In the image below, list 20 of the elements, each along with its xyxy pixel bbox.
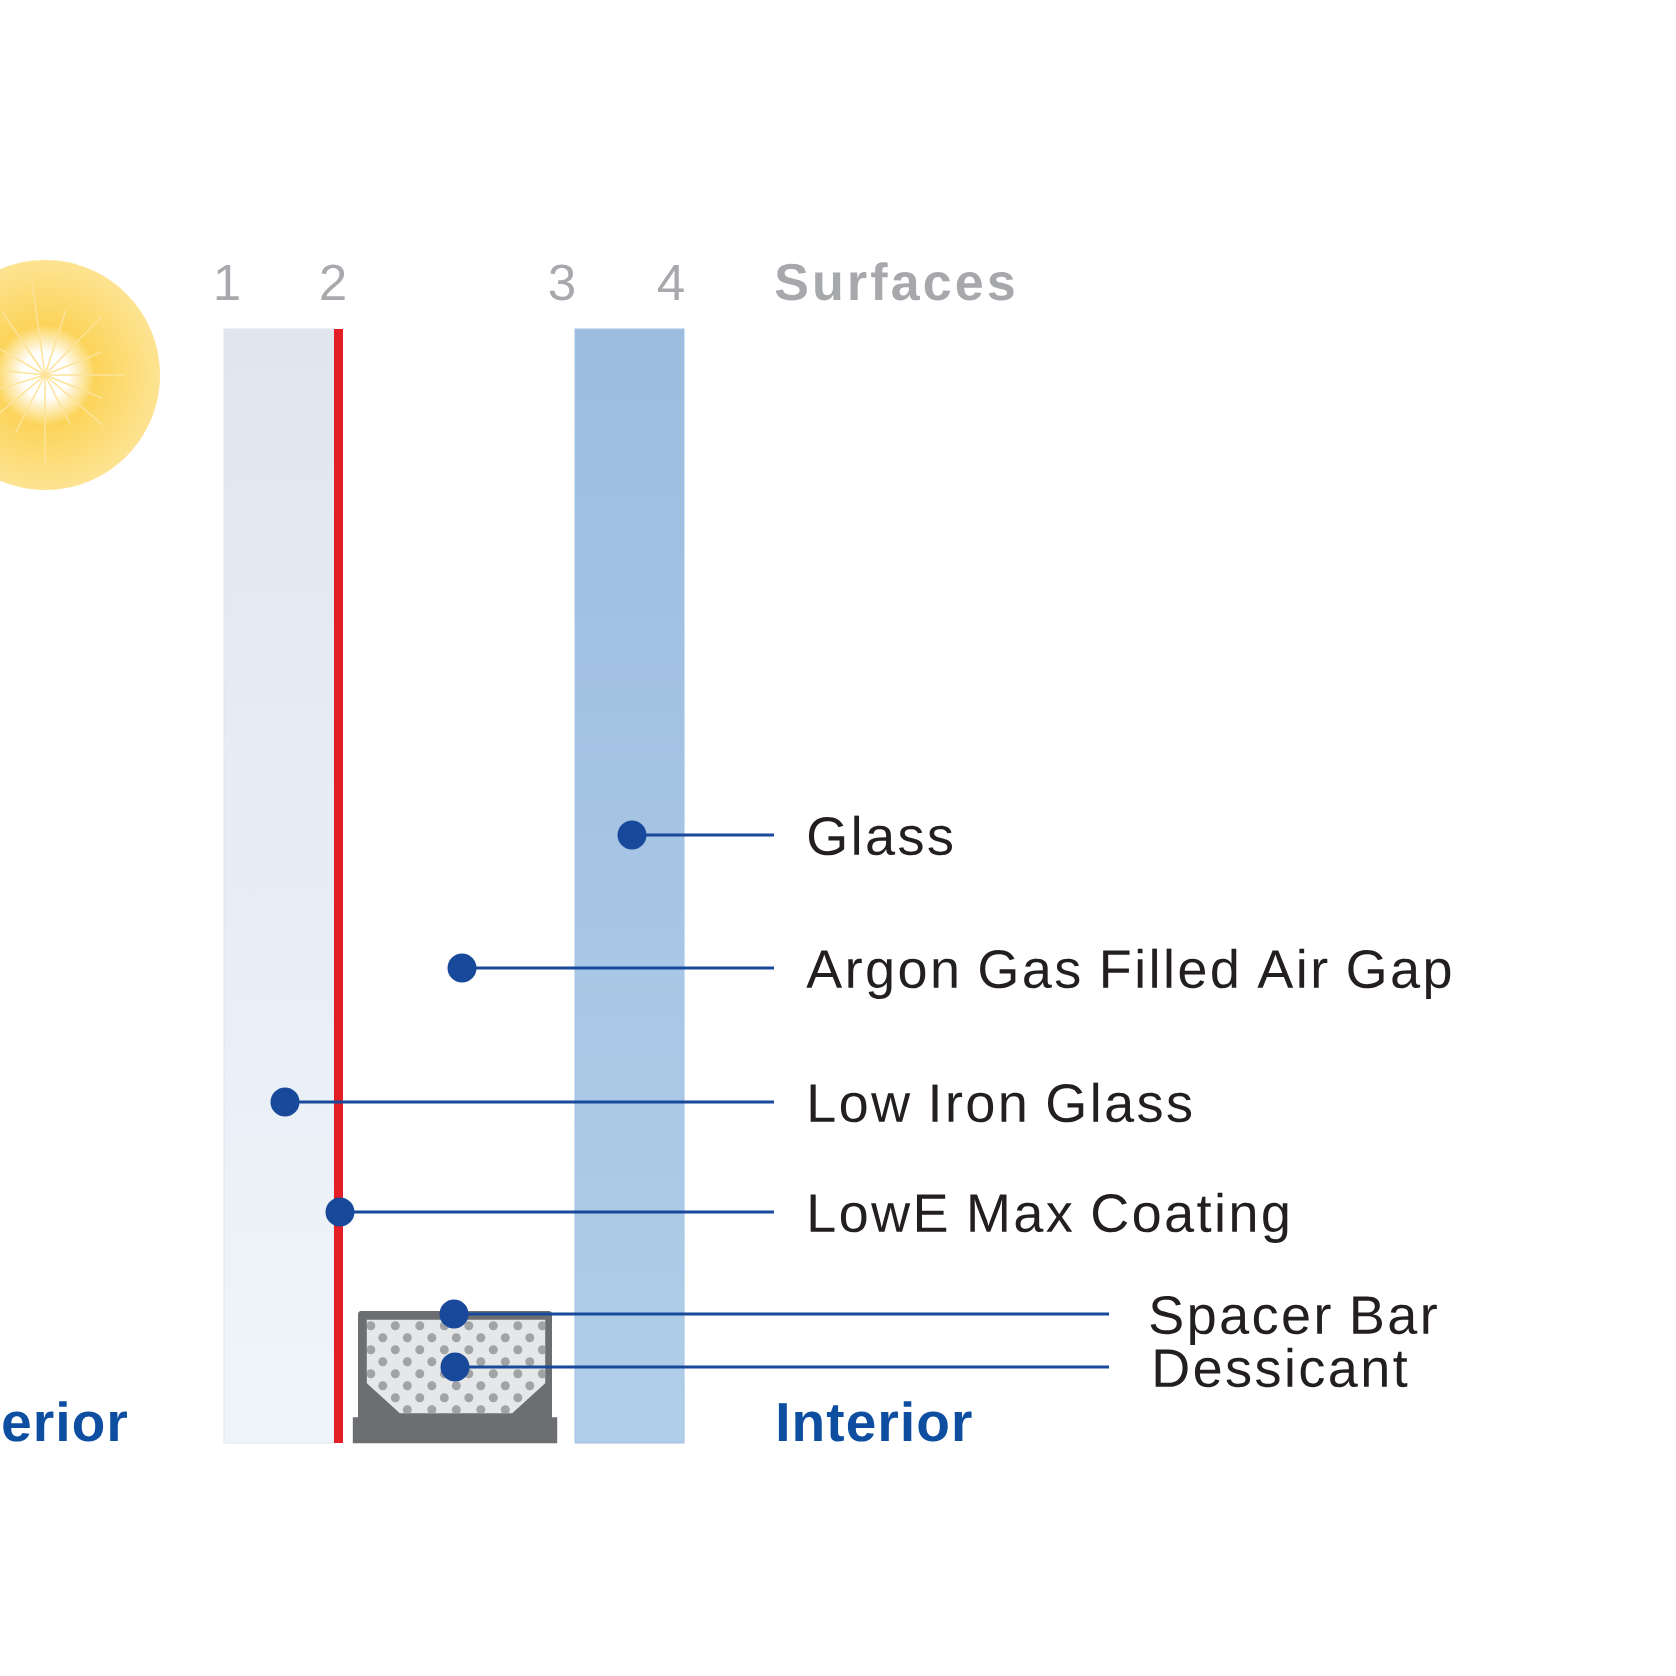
leader-line [447, 953, 774, 983]
side-label: erior [3, 1401, 127, 1442]
side-label: Interior [778, 1401, 972, 1442]
leader-line [439, 1299, 1109, 1329]
surface-number: 1 [216, 264, 239, 300]
heading-text: Surfaces [775, 262, 1014, 301]
callout-label: Argon Gas Filled Air Gap [806, 948, 1451, 999]
callout-label: Glass [808, 815, 952, 856]
surface-number: 3 [549, 264, 574, 301]
callout-label: Dessicant [1155, 1347, 1408, 1388]
leader-line [270, 1087, 774, 1117]
callout-label: Spacer Bar [1150, 1296, 1437, 1345]
glass-pane [574, 328, 685, 1444]
surface-number: 2 [321, 264, 345, 300]
glass-pane [223, 328, 335, 1444]
leader-line [617, 820, 774, 850]
leader-line [325, 1197, 774, 1227]
callout-label: Low Iron Glass [810, 1082, 1192, 1123]
callout-label: LowE Max Coating [810, 1192, 1288, 1243]
leader-line [440, 1352, 1109, 1382]
